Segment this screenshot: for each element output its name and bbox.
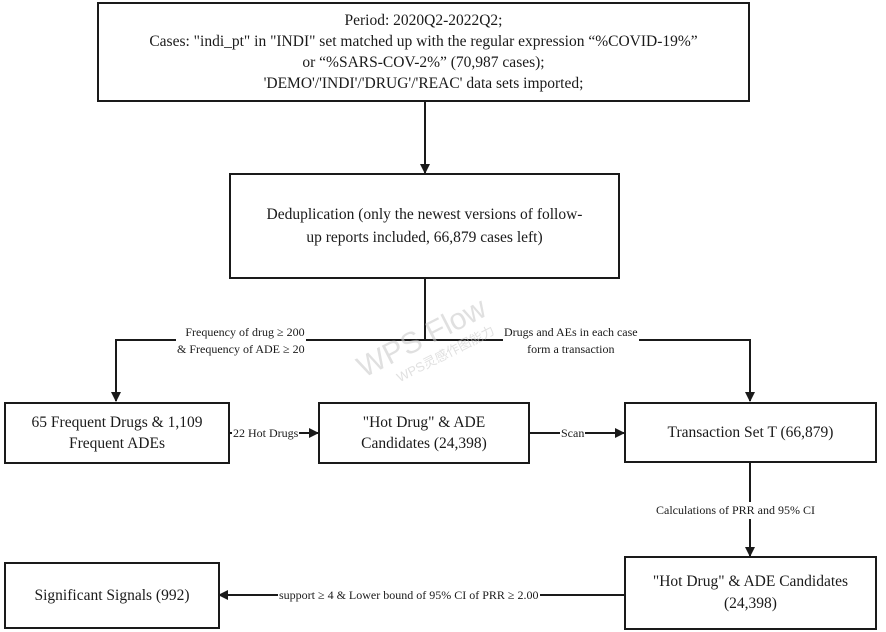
period-line-2: Cases: "indi_pt" in "INDI" set matched u… <box>149 33 698 50</box>
dedup-line-2: up reports included, 66,879 cases left) <box>306 229 543 246</box>
hot-drug-line-2: Candidates (24,398) <box>361 435 487 452</box>
deduplication-box: Deduplication (only the newest versions … <box>229 173 620 279</box>
frequency-filter-line-1: Frequency of drug ≥ 200 <box>185 325 305 339</box>
final-candidates-line-1: "Hot Drug" & ADE Candidates <box>652 573 849 590</box>
signals-line-1: Significant Signals (992) <box>34 587 190 604</box>
hot-drug-candidates-box: "Hot Drug" & ADE Candidates (24,398) <box>318 402 530 464</box>
scan-label: Scan <box>560 425 586 442</box>
frequency-filter-line-2: & Frequency of ADE ≥ 20 <box>177 342 305 356</box>
frequent-line-1: 65 Frequent Drugs & 1,109 <box>31 414 203 431</box>
period-line-1: Period: 2020Q2-2022Q2; <box>344 12 503 29</box>
significant-signals-box: Significant Signals (992) <box>4 562 220 629</box>
frequency-filter-label: Frequency of drug ≥ 200 & Frequency of A… <box>176 324 306 358</box>
dedup-line-1: Deduplication (only the newest versions … <box>266 206 583 223</box>
transaction-line-1: Transaction Set T (66,879) <box>667 424 834 441</box>
support-threshold-label: support ≥ 4 & Lower bound of 95% CI of P… <box>278 587 540 604</box>
frequent-line-2: Frequent ADEs <box>68 435 165 452</box>
transaction-form-line-2: form a transaction <box>527 342 615 356</box>
period-line-4: 'DEMO'/'INDI'/'DRUG'/'REAC' data sets im… <box>263 75 584 92</box>
hot-drugs-label: 22 Hot Drugs <box>232 425 300 442</box>
transaction-form-line-1: Drugs and AEs in each case <box>504 325 638 339</box>
final-candidates-box: "Hot Drug" & ADE Candidates (24,398) <box>624 556 877 630</box>
transaction-set-box: Transaction Set T (66,879) <box>624 402 877 463</box>
period-box: Period: 2020Q2-2022Q2; Cases: "indi_pt" … <box>97 2 750 102</box>
hot-drug-line-1: "Hot Drug" & ADE <box>362 414 486 431</box>
period-line-3: or “%SARS-COV-2%” (70,987 cases); <box>302 54 545 71</box>
final-candidates-line-2: (24,398) <box>724 595 777 612</box>
frequent-drugs-box: 65 Frequent Drugs & 1,109 Frequent ADEs <box>4 402 230 464</box>
transaction-form-label: Drugs and AEs in each case form a transa… <box>503 324 639 358</box>
prr-calculation-label: Calculations of PRR and 95% CI <box>655 502 816 519</box>
